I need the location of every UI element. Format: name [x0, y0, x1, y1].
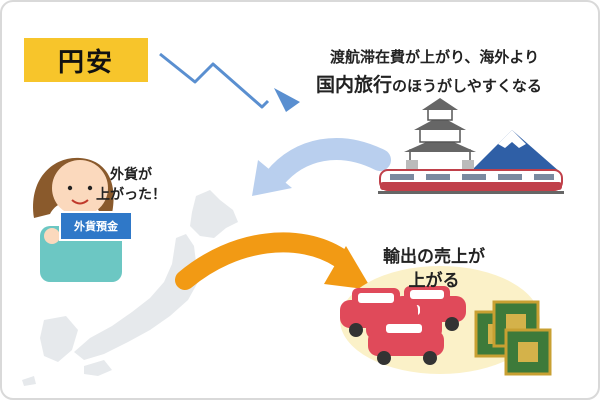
castle: [404, 98, 476, 173]
title-badge: 円安: [24, 38, 148, 82]
chips: [474, 300, 552, 376]
japan-map: [22, 190, 238, 386]
export-line2: 上がる: [408, 271, 460, 291]
mount-fuji: [470, 130, 560, 172]
car-bottom: [368, 320, 444, 365]
cars: [340, 286, 466, 365]
zigzag-down-arrow: [159, 52, 300, 112]
shikoku-shape: [84, 360, 112, 376]
travel-caption-rest: のほうがしやすくなる: [392, 77, 542, 95]
okinawa-shape: [22, 376, 36, 386]
travel-caption-line2: 国内旅行のほうがしやすくなる: [316, 70, 542, 97]
orange-curved-arrow: [175, 232, 372, 290]
person-speech: 外貨が 上がった！: [96, 165, 166, 205]
export-caption: 輸出の売上が 上がる: [383, 245, 485, 293]
speech-line2: 上がった！: [96, 187, 166, 203]
export-line1: 輸出の売上が: [383, 247, 485, 267]
honshu-shape: [74, 234, 198, 360]
sign-label: 外貨預金: [74, 220, 118, 233]
hokkaido-shape: [190, 190, 238, 238]
speech-line1: 外貨が: [110, 167, 152, 183]
chip-3: [504, 328, 552, 376]
kyushu-shape: [40, 316, 78, 362]
domestic-travel-text: 国内旅行: [316, 74, 393, 96]
person: [33, 157, 133, 282]
person-face: [52, 160, 108, 216]
train: [378, 169, 564, 194]
sign-board: [59, 211, 133, 241]
blue-curved-arrow: [252, 138, 391, 196]
travel-caption-line1: 渡航滞在費が上がり、海外より: [330, 48, 540, 66]
